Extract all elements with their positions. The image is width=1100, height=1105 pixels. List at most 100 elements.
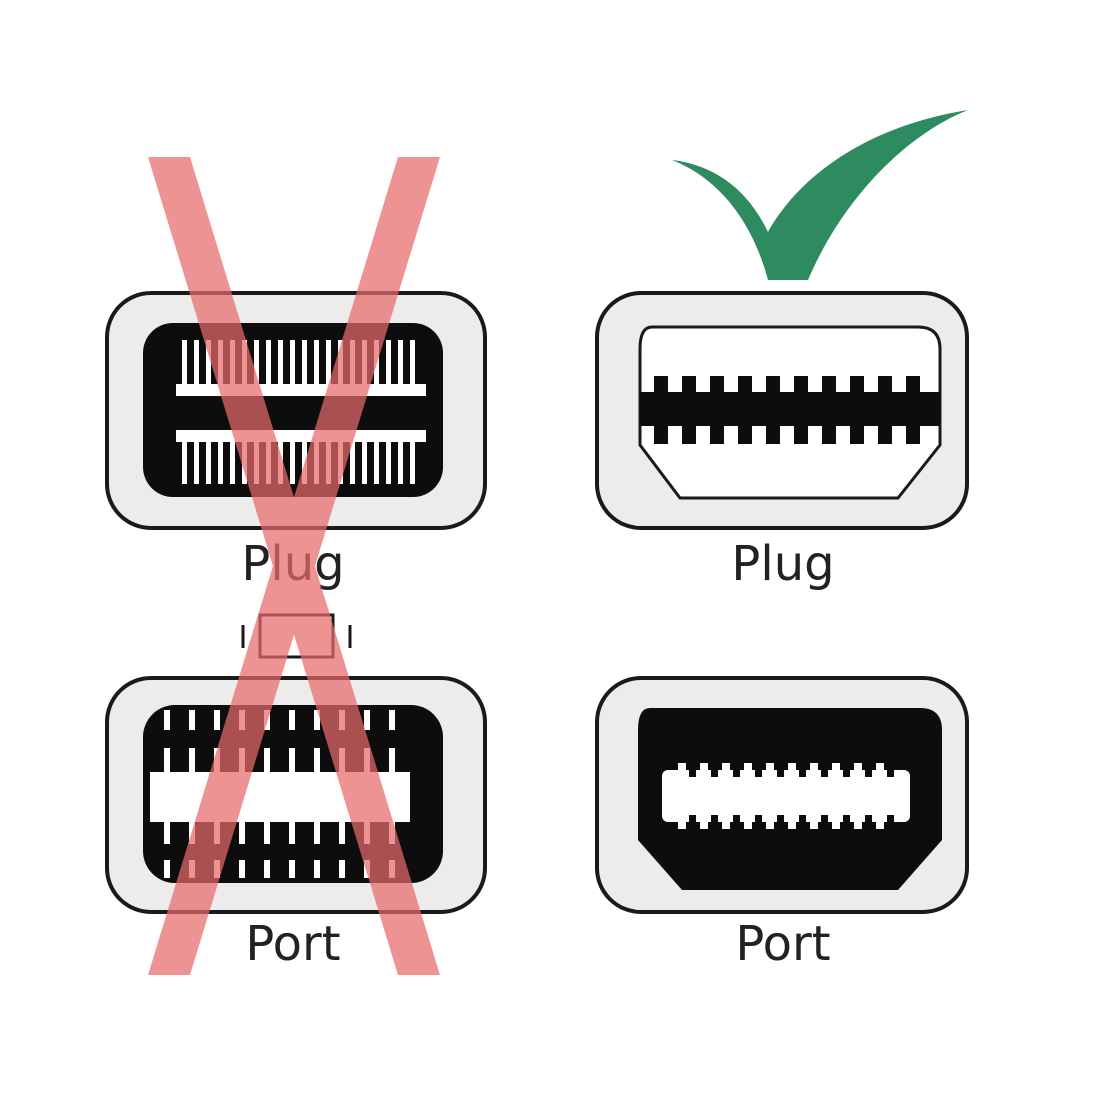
pin-notch	[744, 763, 752, 776]
pin-contact	[290, 442, 295, 484]
pin-notch	[722, 816, 730, 829]
pin-contact	[386, 340, 391, 384]
pin-contact	[338, 442, 343, 484]
right-port-label: Port	[735, 916, 831, 972]
pin-notch	[189, 822, 195, 844]
pin-notch	[239, 860, 245, 878]
pin-notch	[164, 860, 170, 878]
pin-notch	[700, 763, 708, 776]
pin-notch	[214, 822, 220, 844]
pin-notch	[364, 822, 370, 844]
pin-contact	[410, 442, 415, 484]
pin-notch	[214, 748, 220, 772]
pin-tooth	[766, 426, 780, 444]
pin-notch	[264, 860, 270, 878]
pin-notch	[214, 860, 220, 878]
pin-contact	[302, 340, 307, 384]
pin-tooth	[710, 426, 724, 444]
pin-gap	[777, 770, 784, 777]
pin-tooth	[794, 426, 808, 444]
pin-contact	[254, 340, 259, 384]
pin-contact	[230, 442, 235, 484]
pin-contact	[314, 340, 319, 384]
pin-contact	[182, 442, 187, 484]
pin-notch	[389, 748, 395, 772]
pin-contact	[182, 340, 187, 384]
pin-contact	[194, 442, 199, 484]
pin-tooth	[878, 426, 892, 444]
pin-notch	[264, 822, 270, 844]
pin-gap	[733, 770, 740, 777]
pin-contact	[362, 340, 367, 384]
pin-notch	[339, 860, 345, 878]
pin-notch	[314, 748, 320, 772]
pin-notch	[854, 763, 862, 776]
pin-contact	[194, 340, 199, 384]
right-port-socket	[662, 770, 910, 822]
pin-notch	[239, 710, 245, 730]
pin-tooth	[822, 376, 836, 392]
pin-notch	[164, 710, 170, 730]
left-plug-label: Plug	[241, 536, 345, 592]
pin-notch	[289, 710, 295, 730]
pin-tooth	[682, 426, 696, 444]
pin-notch	[189, 710, 195, 730]
pin-notch	[766, 816, 774, 829]
pin-rail	[176, 384, 426, 396]
pin-contact	[326, 340, 331, 384]
left-port-connector	[105, 676, 487, 914]
pin-notch	[289, 822, 295, 844]
pin-gap	[821, 815, 828, 822]
pin-gap	[865, 770, 872, 777]
right-plug-label: Plug	[731, 536, 835, 592]
pin-notch	[389, 860, 395, 878]
pin-contact	[254, 442, 259, 484]
pin-tooth	[850, 376, 864, 392]
pin-notch	[239, 822, 245, 844]
pin-notch	[876, 816, 884, 829]
pin-contact	[350, 340, 355, 384]
pin-contact	[230, 340, 235, 384]
pin-gap	[689, 815, 696, 822]
pin-tooth	[794, 376, 808, 392]
left-port-label: Port	[245, 916, 341, 972]
pin-notch	[264, 748, 270, 772]
pin-notch	[788, 763, 796, 776]
pin-contact	[314, 442, 319, 484]
pin-contact	[302, 442, 307, 484]
right-plug-pin-bar	[640, 392, 940, 426]
pin-notch	[788, 816, 796, 829]
pin-contact	[206, 340, 211, 384]
pin-notch	[264, 710, 270, 730]
pin-notch	[239, 748, 245, 772]
pin-notch	[389, 822, 395, 844]
pin-notch	[314, 822, 320, 844]
pin-tooth	[766, 376, 780, 392]
pin-notch	[314, 710, 320, 730]
right-plug-pin-array	[654, 376, 920, 444]
pin-tooth	[738, 426, 752, 444]
adapter-box	[258, 613, 335, 659]
pin-contact	[386, 442, 391, 484]
pin-tooth	[710, 376, 724, 392]
pin-notch	[854, 816, 862, 829]
pin-notch	[766, 763, 774, 776]
pin-contact	[398, 340, 403, 384]
pin-contact	[218, 340, 223, 384]
pin-notch	[389, 710, 395, 730]
pin-gap	[711, 770, 718, 777]
pin-notch	[314, 860, 320, 878]
pin-gap	[689, 770, 696, 777]
pin-contact	[242, 340, 247, 384]
pin-tooth	[682, 376, 696, 392]
pin-notch	[810, 816, 818, 829]
pin-notch	[810, 763, 818, 776]
pin-contact	[278, 442, 283, 484]
pin-gap	[777, 815, 784, 822]
pin-notch	[189, 860, 195, 878]
pin-gap	[733, 815, 740, 822]
pin-gap	[711, 815, 718, 822]
pin-notch	[364, 710, 370, 730]
pin-notch	[744, 816, 752, 829]
